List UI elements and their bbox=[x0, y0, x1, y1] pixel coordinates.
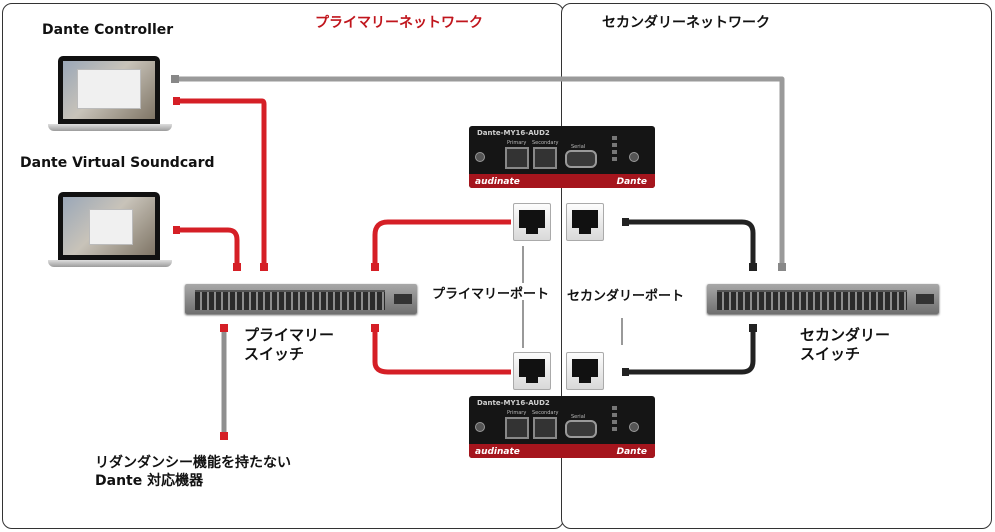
card-secondary-label: Secondary bbox=[532, 140, 559, 146]
card-secondary-label: Secondary bbox=[532, 410, 559, 416]
card-primary-label: Primary bbox=[507, 140, 527, 146]
secondary-port-label: セカンダリーポート bbox=[567, 289, 685, 304]
audinate-logo: audinate bbox=[475, 177, 520, 187]
dante-logo: Dante bbox=[616, 447, 647, 457]
lower-primary-jack bbox=[513, 352, 551, 390]
primary-network-title: プライマリーネットワーク bbox=[315, 15, 483, 31]
primary-port-label: プライマリーポート bbox=[432, 287, 550, 302]
secondary-switch-label-2: スイッチ bbox=[800, 345, 861, 363]
dante-card-upper: Dante-MY16-AUD2 Primary Secondary Serial… bbox=[469, 126, 655, 188]
card-serial-label: Serial bbox=[571, 414, 586, 420]
upper-primary-jack bbox=[513, 203, 551, 241]
lower-primary-cable bbox=[372, 328, 511, 375]
card-model: Dante-MY16-AUD2 bbox=[477, 399, 550, 407]
dante-card-lower: Dante-MY16-AUD2 Primary Secondary Serial… bbox=[469, 396, 655, 458]
secondary-switch-label-1: セカンダリー bbox=[800, 326, 891, 344]
secondary-network-title: セカンダリーネットワーク bbox=[602, 15, 770, 31]
dante-vsc-laptop bbox=[48, 192, 172, 268]
card-serial-label: Serial bbox=[571, 144, 586, 150]
non-redundant-label-2: Dante 対応機器 bbox=[95, 473, 204, 489]
dante-controller-label: Dante Controller bbox=[42, 22, 174, 38]
primary-switch bbox=[185, 284, 417, 314]
audinate-logo: audinate bbox=[475, 447, 520, 457]
controller-switch-plug bbox=[778, 263, 786, 271]
dante-controller-laptop bbox=[48, 56, 172, 132]
card-model: Dante-MY16-AUD2 bbox=[477, 129, 550, 137]
primary-switch-label-2: スイッチ bbox=[244, 345, 305, 363]
controller-plug bbox=[171, 75, 179, 83]
lower-secondary-jack bbox=[566, 352, 604, 390]
controller-primary-cable bbox=[178, 98, 267, 268]
dante-vsc-label: Dante Virtual Soundcard bbox=[20, 155, 215, 171]
secondary-switch bbox=[707, 284, 939, 314]
controller-cable bbox=[175, 76, 785, 268]
lower-secondary-cable bbox=[626, 328, 756, 375]
primary-switch-label-1: プライマリー bbox=[244, 326, 335, 344]
non-redundant-label-1: リダンダンシー機能を持たない bbox=[95, 455, 291, 471]
dante-logo: Dante bbox=[616, 177, 647, 187]
card-primary-label: Primary bbox=[507, 410, 527, 416]
vsc-primary-cable bbox=[178, 227, 240, 268]
upper-secondary-cable bbox=[626, 219, 756, 268]
upper-secondary-jack bbox=[566, 203, 604, 241]
upper-primary-cable bbox=[372, 219, 511, 268]
